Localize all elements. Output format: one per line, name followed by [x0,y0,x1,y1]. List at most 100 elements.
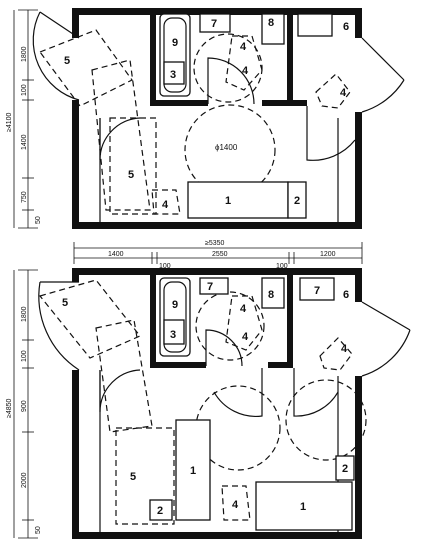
plan-b-label-4-bath: 4 [240,303,247,315]
plan-a-sink-7 [199,13,231,33]
plan-b-kitchen-door-arc [361,301,411,377]
plan-b-label-2-left: 2 [157,505,163,517]
plan-a-bath-door-arc [207,57,255,105]
plan-b-label-4-kitchen: 4 [341,343,348,355]
plan-a-bath-turning-circle [193,33,263,103]
plan-a-label-6: 6 [343,21,349,33]
plan-b-table-2-left [149,499,173,521]
plan-a-person-bed [151,189,181,215]
plan-a-right-door-arc [306,106,356,161]
plan-a-wheelchair-2 [91,59,151,211]
plan-b-width-dimension-chain [73,242,363,264]
plan-a-label-7: 7 [211,18,217,30]
plan-b-left-door-arc [99,369,141,413]
plan-a-partition-bath-bottom-right [262,100,293,106]
plan-b-dim-1400: 1400 [108,251,124,258]
plan-b-label-4-bed: 4 [232,499,239,511]
plan-b-bath-turning-circle [195,291,265,361]
plan-b-partition-bath-bottom-r [268,362,293,368]
plan-a-label-9: 9 [172,37,178,49]
plan-a-wheelchair-3 [109,117,157,215]
plan-b-bed-1-right [255,481,353,531]
plan-b-partition-bath-bottom [150,362,206,368]
plan-b-sink-7 [199,277,229,295]
plan-b: ≥5350 1400 100 2550 100 1200 [6,240,411,539]
plan-a-label-2: 2 [294,195,300,207]
plan-a: 5 5 9 7 8 6 3 4 4 4 4 1 2 ϕ1400 ≥4100 18… [6,8,405,229]
plan-a-person-kitchen [315,73,351,109]
plan-a-wall-left-lower [72,118,79,229]
plan-a-basin-3 [163,61,185,85]
plan-b-dim-900: 900 [21,400,28,412]
plan-b-partition-bath-left [150,268,156,366]
plan-a-bathtub-inner [163,17,187,93]
plan-a-dim-50: 50 [35,216,42,224]
plan-a-circle-label: ϕ1400 [215,143,238,152]
plan-b-wall-top [72,268,362,275]
plan-b-wheelchair-3 [115,427,175,525]
plan-a-label-5-top: 5 [64,55,70,67]
plan-a-wall-bottom [72,222,362,229]
plan-b-person-bed [221,485,251,521]
plan-a-kitchen-door-arc [361,37,405,113]
plan-a-left-door-arc [99,117,141,161]
plan-b-dim-100b: 100 [276,263,288,270]
plan-a-dimension-chain [13,9,38,229]
plan-b-label-4-bath2: 4 [242,331,249,343]
plan-b-label-5-lower: 5 [130,471,136,483]
plan-b-dim-1200: 1200 [320,251,336,258]
plan-a-label-3: 3 [170,69,176,81]
plan-a-partition-kitchen-left [287,100,307,106]
plan-a-dim-1800: 1800 [21,46,28,62]
plan-b-right-door-arc [293,368,339,417]
plan-a-kitchen-sink-6 [297,13,333,37]
plan-b-dim-2550: 2550 [212,251,228,258]
plan-b-wall-left-lower [72,370,79,539]
plan-b-bed-1-left [175,419,211,521]
plan-b-turning-circle-right [285,379,367,461]
plan-b-basin-3 [163,319,185,345]
plan-a-wall-right-upper [355,8,362,38]
plan-b-dim-100a: 100 [159,263,171,270]
plan-a-label-8: 8 [268,17,274,29]
plan-b-label-1-left: 1 [190,465,196,477]
plan-b-label-7-bath: 7 [207,281,213,293]
plan-b-wall-right-lower [355,376,362,539]
plan-a-partition-bath-bottom [150,100,208,106]
plan-a-partition-bath-left [150,8,156,104]
plan-b-wall-right-upper [355,268,362,302]
plan-b-label-5-top: 5 [62,297,68,309]
plan-b-label-6: 6 [343,289,349,301]
plan-b-label-2-right: 2 [342,463,348,475]
plan-b-wall-bottom [72,532,362,539]
plan-b-bath-door-arc [205,329,243,367]
plan-a-label-4-bath2: 4 [242,65,249,77]
plan-a-label-1: 1 [225,195,231,207]
plan-b-label-9: 9 [172,299,178,311]
plan-a-wall-left-upper [72,8,79,38]
plan-a-bed-1 [187,181,289,219]
plan-b-table-2-right [335,455,355,481]
plan-b-partition-bath-right [287,268,293,368]
plan-a-entry-door-arc [32,11,80,101]
plan-b-dim-total-height: ≥4850 [6,398,13,418]
plan-b-height-dimension-chain [13,269,38,539]
plan-b-entry-door-arc [38,281,80,371]
plan-a-toilet-8 [261,13,285,45]
plan-a-table-2 [287,181,307,219]
plan-b-dim-total-width: ≥5350 [205,240,225,247]
plan-b-toilet-8 [261,277,285,309]
plan-a-wall-right-lower [355,112,362,229]
plan-a-wall-top [72,8,362,15]
plan-b-dim-50: 50 [35,526,42,534]
plan-b-wall-left-upper [72,268,79,282]
plan-a-label-5-lower: 5 [128,169,134,181]
plan-b-label-8: 8 [268,289,274,301]
plan-a-dim-1400: 1400 [21,134,28,150]
plan-a-dim-100: 100 [21,84,28,96]
plan-b-wheelchair-2 [95,319,153,433]
plan-b-bathtub-inner [163,281,187,353]
plan-a-wall-left-mid [72,100,79,118]
plan-b-dim-1800: 1800 [21,306,28,322]
